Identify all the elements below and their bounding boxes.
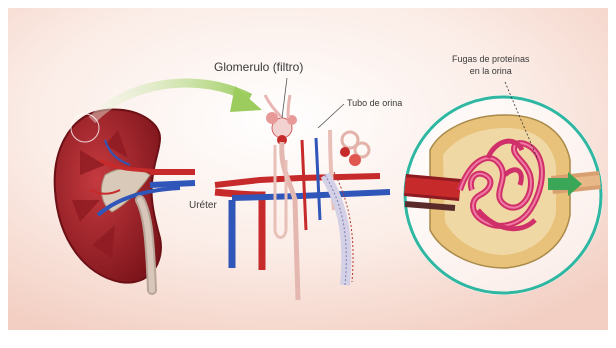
fugas-line-2: en la orina xyxy=(452,65,530,77)
glomerulo-label: Glomerulo (filtro) xyxy=(214,60,303,74)
ureter-label: Uréter xyxy=(189,200,217,211)
fugas-line-1: Fugas de proteínas xyxy=(452,53,530,65)
tubo-de-orina-label: Tubo de orina xyxy=(347,98,402,108)
fugas-proteinas-label: Fugas de proteínas en la orina xyxy=(452,53,530,77)
